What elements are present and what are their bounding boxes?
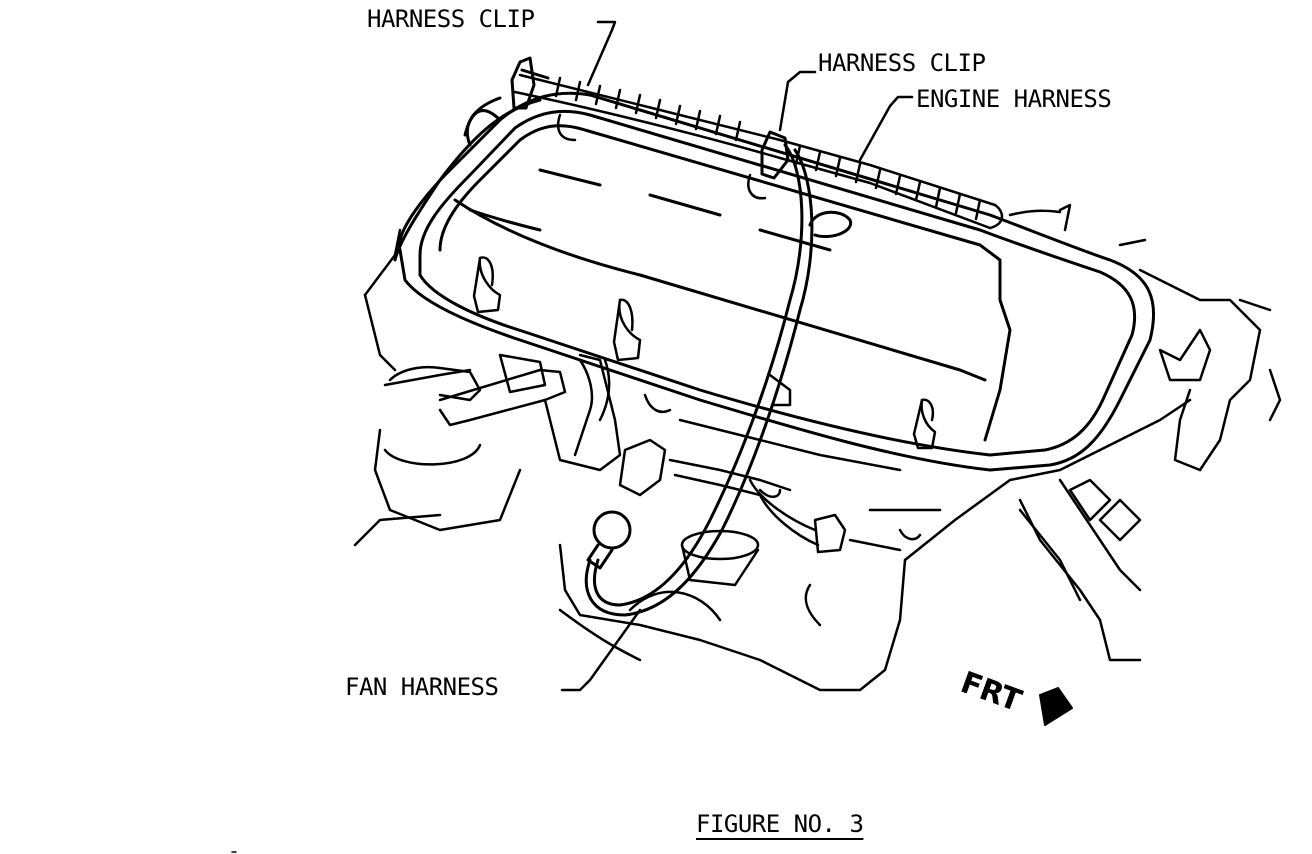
harness-clip-front <box>760 130 790 180</box>
front-arrow-icon <box>1039 687 1073 726</box>
fan-harness-label: FAN HARNESS <box>345 673 499 701</box>
figure-caption: FIGURE NO. 3 <box>696 810 864 838</box>
engine-harness-label: ENGINE HARNESS <box>916 85 1112 113</box>
harness-clip-label-2: HARNESS CLIP <box>818 49 986 77</box>
engine-harness <box>513 73 1062 230</box>
intake-manifold <box>388 353 942 627</box>
valve-cover <box>397 91 1156 472</box>
leader-lines <box>560 20 914 692</box>
harness-clip-label-1: HARNESS CLIP <box>367 5 535 33</box>
harness-clip-rear <box>510 56 550 110</box>
valve-cover-studs <box>472 113 937 450</box>
fan-harness <box>393 98 814 617</box>
engine-block <box>353 203 1282 692</box>
